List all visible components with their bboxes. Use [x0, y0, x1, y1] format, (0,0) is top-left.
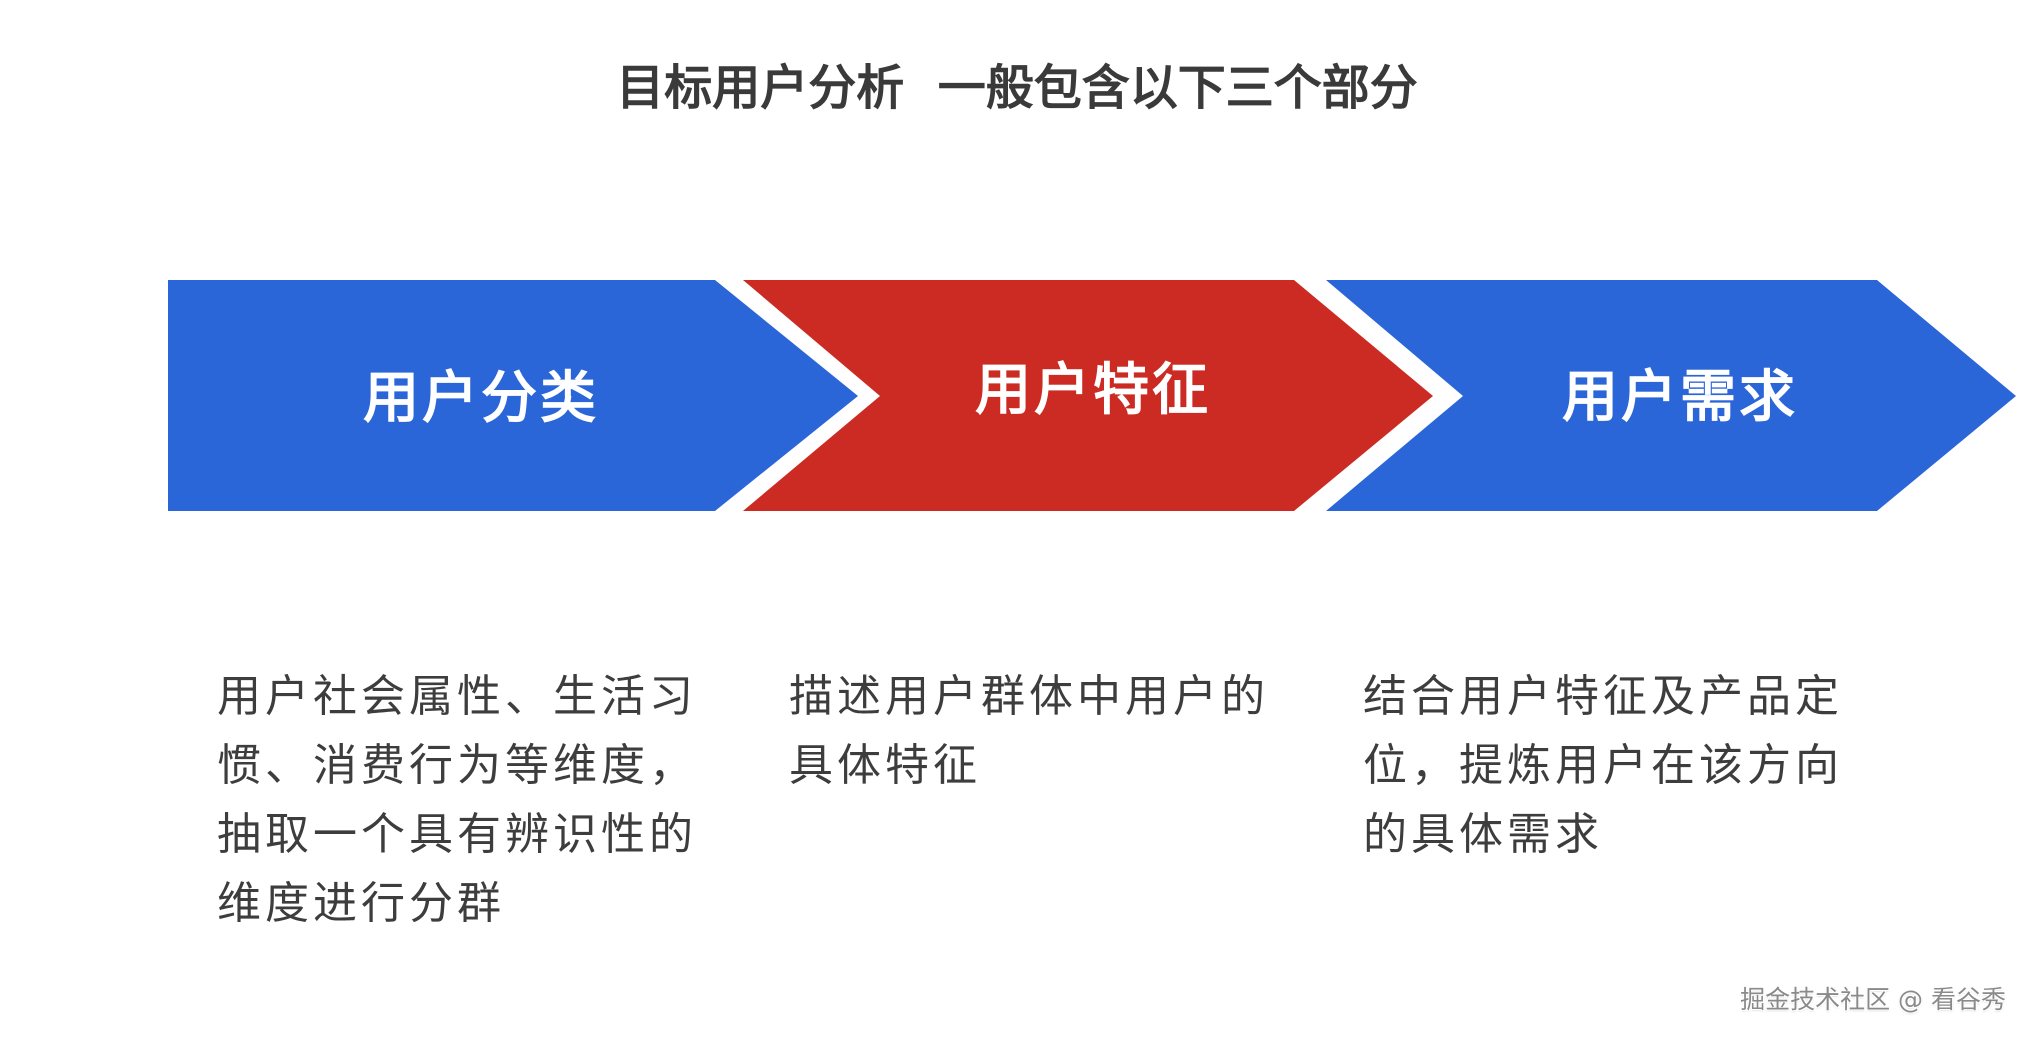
chevron-step-1-label: 用户分类 [363, 366, 599, 431]
step-1-description: 用户社会属性、生活习 惯、消费行为等维度， 抽取一个具有辨识性的 维度进行分群 [217, 662, 697, 938]
description-line: 的具体需求 [1363, 809, 1603, 860]
description-line: 结合用户特征及产品定 [1363, 671, 1843, 722]
diagram-title: 目标用户分析 一般包含以下三个部分 [616, 60, 1418, 116]
description-line: 描述用户群体中用户的 [789, 671, 1269, 722]
step-3-description: 结合用户特征及产品定 位，提炼用户在该方向 的具体需求 [1363, 662, 1843, 869]
description-line: 抽取一个具有辨识性的 [217, 809, 697, 860]
description-line: 具体特征 [789, 740, 981, 791]
description-line: 维度进行分群 [217, 878, 505, 929]
chevron-step-3-shape [1326, 280, 2016, 511]
description-line: 惯、消费行为等维度， [217, 740, 697, 791]
chevron-step-3-label: 用户需求 [1562, 365, 1798, 430]
step-2-description: 描述用户群体中用户的 具体特征 [789, 662, 1269, 800]
chevron-step-1-shape [168, 280, 858, 511]
chevron-step-2-shape [743, 280, 1433, 511]
chevron-step-2-label: 用户特征 [975, 358, 1211, 423]
description-line: 用户社会属性、生活习 [217, 671, 697, 722]
description-line: 位，提炼用户在该方向 [1363, 740, 1843, 791]
watermark: 掘金技术社区 @ 看谷秀 [1740, 985, 2006, 1014]
